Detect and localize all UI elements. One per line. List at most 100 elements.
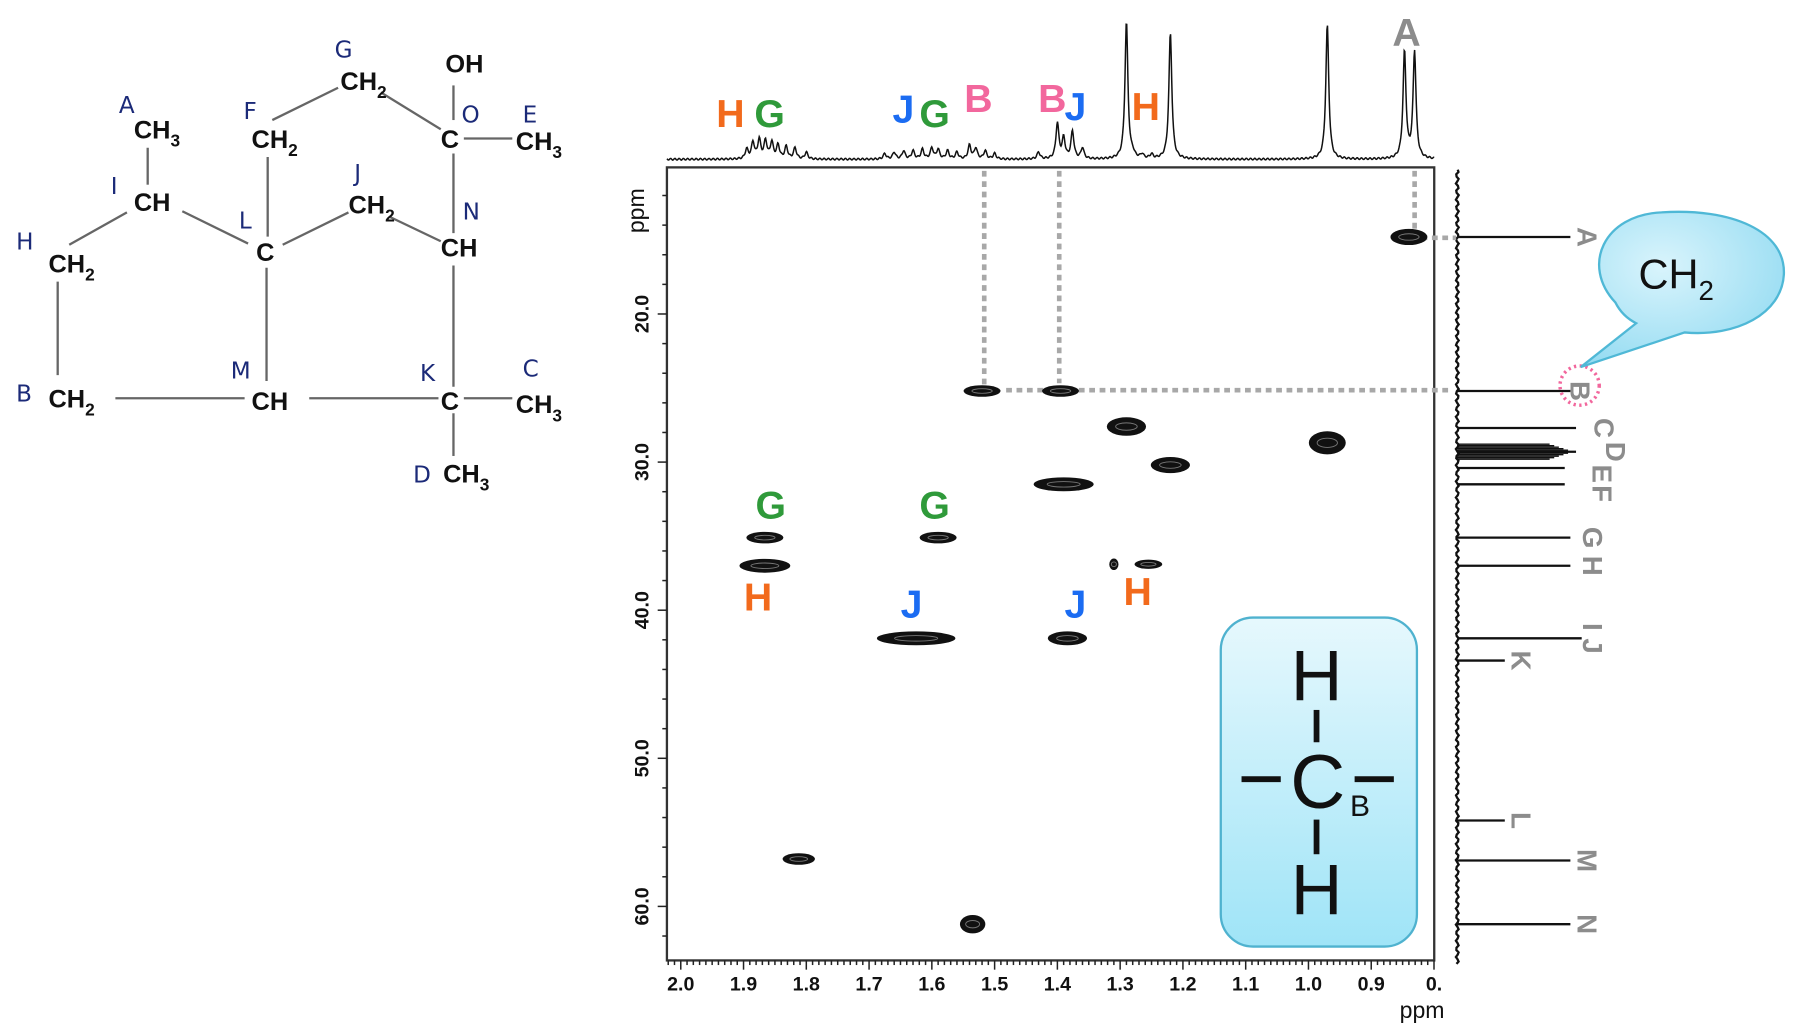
cross-peak: [782, 853, 815, 865]
atom-i: I CH: [111, 174, 171, 217]
atom-group: CH: [441, 234, 478, 262]
y-tick-label: 30.0: [631, 443, 653, 481]
proton-label-b: B: [964, 77, 992, 121]
group-base: CH: [441, 234, 478, 262]
atom-n: NCH: [441, 199, 480, 262]
group-base: CH: [516, 128, 553, 156]
group-base: CH: [516, 391, 553, 419]
x-tick-label: 1.9: [730, 973, 757, 995]
atom-o: OC: [441, 102, 480, 153]
atom-group: CH2: [252, 126, 298, 160]
x-tick-label: 1.5: [981, 973, 1008, 995]
correlation-guides: [981, 170, 1457, 393]
group-base: CH: [340, 68, 377, 96]
carbon-label-c: C: [1589, 418, 1620, 438]
x-tick-label: 1.2: [1169, 973, 1196, 995]
cross-peak: [1308, 431, 1346, 455]
bonds: [56, 85, 513, 456]
atom-c: C CH3: [516, 356, 562, 425]
fragment-carbon-subscript: B: [1350, 790, 1370, 823]
group-base: C: [441, 388, 459, 416]
group-base: CH: [348, 192, 385, 220]
atom-label: C: [523, 356, 539, 382]
plot-label-g: G: [756, 483, 787, 527]
x-tick-label: 1.0: [1295, 973, 1322, 995]
fragment-carbon: C: [1290, 740, 1345, 825]
bond-i-l: [181, 210, 249, 245]
cross-peak: [1134, 559, 1163, 569]
cross-peak: [1106, 417, 1147, 436]
carbon-label-ij: I J: [1577, 623, 1608, 654]
bond-l-j: [282, 211, 349, 246]
ch2-callout: CH2: [1558, 210, 1786, 407]
cross-peak: [1033, 477, 1094, 492]
group-subscript: 2: [85, 265, 95, 285]
carbon-1d-peaks: [1457, 235, 1582, 926]
proton-label-j: J: [1064, 85, 1086, 129]
y-tick-label: 20.0: [631, 295, 653, 333]
atom-group: CH: [252, 388, 289, 416]
x-tick-label: 0.: [1426, 973, 1442, 995]
atom-label: E: [523, 102, 538, 128]
x-tick-label: 1.6: [918, 973, 945, 995]
atom-label: L: [239, 209, 252, 235]
cross-peak: [963, 385, 1001, 397]
x-tick-label: 1.3: [1107, 973, 1134, 995]
atom-d: D CH3: [413, 461, 489, 495]
bond-j-n: [389, 215, 442, 243]
atom-group: CH3: [516, 391, 562, 425]
atom-group: CH2: [348, 192, 394, 226]
callout-text: CH2: [1638, 251, 1713, 307]
atom-label: A: [119, 93, 135, 119]
atom-label: B: [16, 382, 32, 408]
cross-peak: [1042, 385, 1079, 397]
group-subscript: 3: [480, 475, 490, 495]
proton-label-j: J: [893, 87, 915, 131]
group-base: CH: [48, 385, 85, 413]
y-tick-label: 40.0: [631, 591, 653, 629]
carbon-label-m: M: [1571, 849, 1602, 872]
plot-label-j: J: [901, 583, 923, 627]
x-axis-label: ppm: [1400, 997, 1445, 1023]
y-axis-label: ppm: [623, 188, 649, 233]
cross-peak: [739, 558, 791, 573]
group-base: CH: [443, 461, 480, 489]
x-tick-label: 0.9: [1358, 973, 1385, 995]
group-base: CH: [252, 388, 289, 416]
proton-label-a: A: [1392, 11, 1420, 55]
atom-j: J CH2: [348, 161, 394, 225]
x-tick-label: 1.1: [1232, 973, 1259, 995]
proton-label-h: H: [1132, 85, 1160, 129]
cross-peak: [1047, 631, 1088, 646]
atom-label: K: [420, 361, 436, 387]
atom-group: C: [441, 388, 459, 416]
fragment-bottom-h: H: [1291, 850, 1343, 930]
atom-group: CH: [134, 189, 171, 217]
group-subscript: 3: [170, 131, 180, 151]
atom-group: CH3: [134, 117, 180, 151]
hydroxyl-group: OH: [445, 51, 483, 79]
atom-label: I: [111, 174, 118, 200]
proton-label-h: H: [716, 92, 744, 136]
atom-m: MCH: [231, 359, 288, 416]
group-base: C: [441, 126, 459, 154]
x-tick-label: 1.7: [855, 973, 882, 995]
cross-peak: [1390, 228, 1428, 246]
cross-peak: [919, 531, 957, 544]
atom-group: CH2: [48, 385, 94, 419]
atom-label: J: [352, 161, 361, 187]
x-tick-label: 1.8: [793, 973, 820, 995]
group-base: CH: [48, 250, 85, 278]
atom-label: D: [413, 463, 431, 489]
carbon-label-a: A: [1571, 227, 1602, 247]
atom-label: F: [243, 99, 256, 125]
